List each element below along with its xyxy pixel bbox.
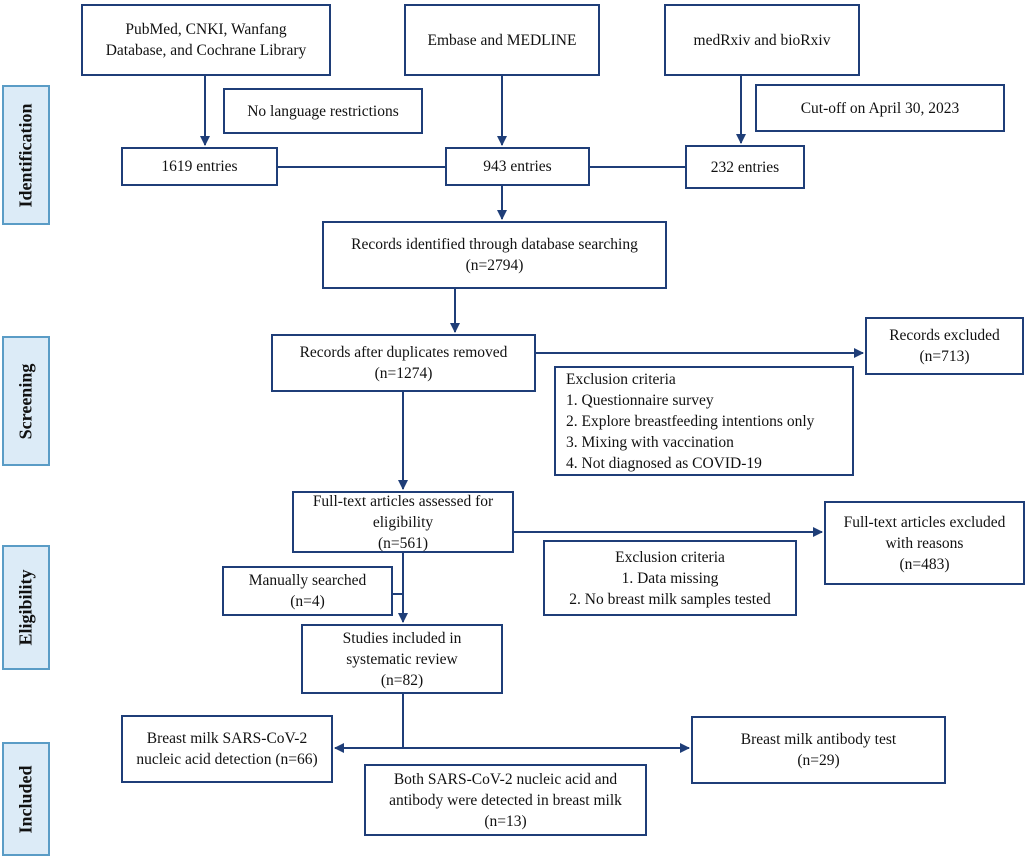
- nucleic-acid-line-2: nucleic acid detection (n=66): [136, 751, 318, 768]
- fulltext-excluded-line-1: Full-text articles excluded: [843, 513, 1006, 531]
- fulltext-excluded-box: Full-text articles excluded with reasons…: [824, 501, 1025, 585]
- eligibility-exclusion-item: 2. No breast milk samples tested: [569, 590, 771, 608]
- screening-exclusion-item: 3. Mixing with vaccination: [566, 433, 734, 451]
- fulltext-assessed-line-1: Full-text articles assessed for: [312, 492, 494, 510]
- cutoff-note: Cut-off on April 30, 2023: [755, 84, 1005, 132]
- stage-eligibility: Eligibility: [2, 545, 50, 670]
- both-detected-line-3: (n=13): [484, 812, 527, 830]
- stage-identification: Identification: [2, 85, 50, 225]
- eligibility-exclusion-box: Exclusion criteria 1. Data missing 2. No…: [543, 540, 797, 616]
- included-review-line-1: Studies included in: [342, 629, 462, 647]
- nucleic-acid-box: Breast milk SARS-CoV-2 nucleic acid dete…: [121, 715, 333, 783]
- entries-medrxiv-label: 232 entries: [710, 158, 780, 176]
- after-duplicates-line-2: (n=1274): [374, 365, 433, 382]
- records-excluded-line-2: (n=713): [919, 348, 970, 365]
- source-medrxiv-label: medRxiv and bioRxiv: [693, 31, 831, 49]
- both-detected-line-2: antibody were detected in breast milk: [389, 791, 622, 809]
- fulltext-excluded-line-3: (n=483): [899, 555, 950, 573]
- fulltext-assessed-line-2: eligibility: [372, 513, 434, 531]
- source-embase-label: Embase and MEDLINE: [427, 31, 577, 49]
- cutoff-label: Cut-off on April 30, 2023: [800, 99, 960, 117]
- both-detected-line-1: Both SARS-CoV-2 nucleic acid and: [393, 770, 618, 788]
- screening-exclusion-box: Exclusion criteria 1. Questionnaire surv…: [554, 366, 854, 476]
- fulltext-assessed-line-3: (n=561): [377, 534, 429, 552]
- source-pubmed-box: PubMed, CNKI, Wanfang Database, and Coch…: [81, 4, 331, 76]
- entries-pubmed-label: 1619 entries: [161, 158, 238, 175]
- source-pubmed-line-2: Database, and Cochrane Library: [105, 42, 307, 59]
- entries-embase-box: 943 entries: [445, 147, 590, 186]
- after-duplicates-box: Records after duplicates removed (n=1274…: [271, 334, 536, 392]
- fulltext-assessed-box: Full-text articles assessed for eligibil…: [292, 491, 514, 553]
- entries-medrxiv-box: 232 entries: [685, 145, 805, 189]
- manual-search-line-1: Manually searched: [248, 572, 367, 589]
- antibody-line-2: (n=29): [797, 752, 840, 769]
- antibody-box: Breast milk antibody test (n=29): [691, 716, 946, 784]
- stage-eligibility-label: Eligibility: [15, 569, 36, 646]
- source-medrxiv-box: medRxiv and bioRxiv: [664, 4, 860, 76]
- stage-screening: Screening: [2, 336, 50, 466]
- included-review-line-2: systematic review: [346, 650, 458, 668]
- no-language-note: No language restrictions: [223, 88, 423, 134]
- screening-exclusion-item: 2. Explore breastfeeding intentions only: [566, 412, 815, 430]
- entries-pubmed-box: 1619 entries: [121, 147, 278, 186]
- screening-exclusion-title: Exclusion criteria: [566, 370, 676, 388]
- source-pubmed-line-1: PubMed, CNKI, Wanfang: [125, 21, 287, 38]
- identified-line-1: Records identified through database sear…: [351, 236, 638, 253]
- stage-identification-label: Identification: [15, 102, 36, 208]
- included-review-line-3: (n=82): [380, 671, 424, 689]
- eligibility-exclusion-item: 1. Data missing: [621, 569, 719, 587]
- fulltext-excluded-line-2: with reasons: [885, 534, 964, 552]
- identified-box: Records identified through database sear…: [322, 221, 667, 289]
- identified-line-2: (n=2794): [465, 257, 524, 274]
- no-language-label: No language restrictions: [247, 102, 399, 120]
- records-excluded-box: Records excluded (n=713): [865, 317, 1024, 375]
- screening-exclusion-item: 1. Questionnaire survey: [566, 391, 714, 409]
- included-review-box: Studies included in systematic review (n…: [301, 624, 503, 694]
- source-embase-box: Embase and MEDLINE: [404, 4, 600, 76]
- records-excluded-line-1: Records excluded: [889, 327, 1000, 344]
- after-duplicates-line-1: Records after duplicates removed: [299, 344, 508, 361]
- screening-exclusion-item: 4. Not diagnosed as COVID-19: [566, 454, 762, 472]
- eligibility-exclusion-title: Exclusion criteria: [615, 548, 725, 566]
- manual-search-line-2: (n=4): [290, 593, 325, 610]
- stage-included: Included: [2, 742, 50, 856]
- manual-search-box: Manually searched (n=4): [222, 566, 393, 616]
- antibody-line-1: Breast milk antibody test: [740, 731, 897, 748]
- entries-embase-label: 943 entries: [483, 158, 552, 175]
- nucleic-acid-line-1: Breast milk SARS-CoV-2: [146, 730, 308, 747]
- both-detected-box: Both SARS-CoV-2 nucleic acid and antibod…: [364, 764, 647, 836]
- stage-included-label: Included: [15, 764, 36, 834]
- stage-screening-label: Screening: [15, 363, 36, 439]
